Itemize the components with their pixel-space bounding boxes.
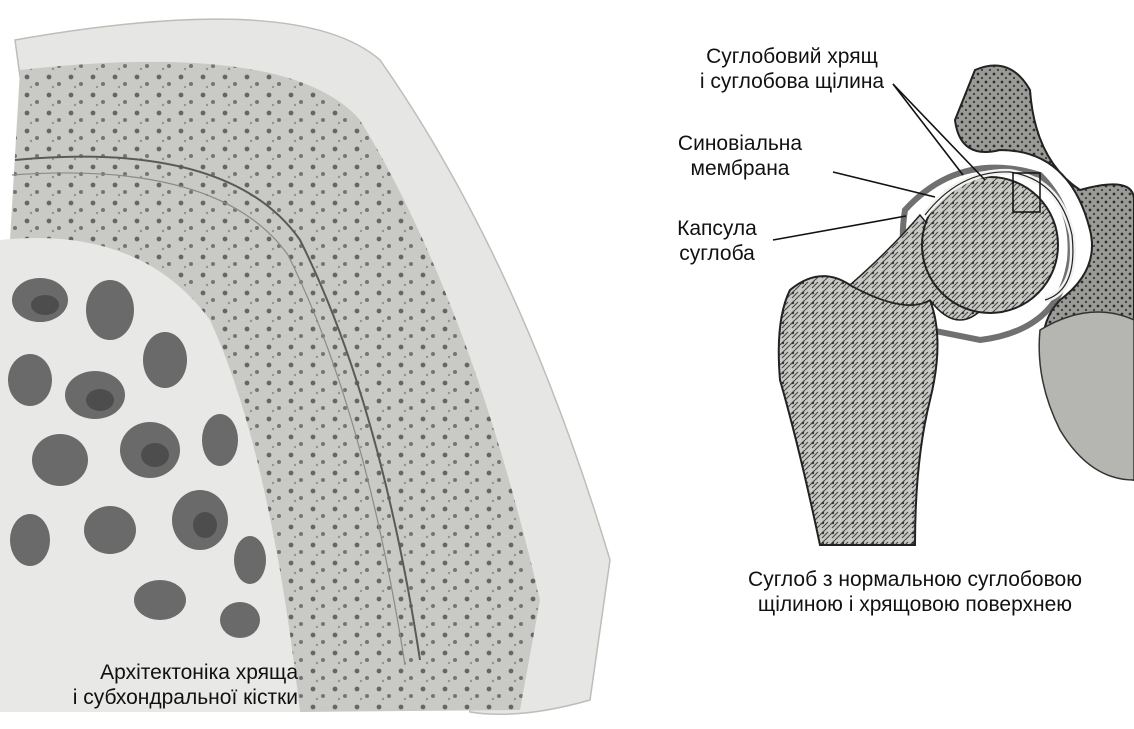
label-articular-cartilage: Суглобовий хрящ і суглобова щілина bbox=[662, 44, 922, 94]
label-synovial-membrane: Синовіальна мембрана bbox=[655, 131, 825, 181]
label-line: Капсула bbox=[662, 216, 772, 241]
caption-line: Суглоб з нормальною суглобовою bbox=[720, 567, 1110, 592]
label-line: Синовіальна bbox=[655, 131, 825, 156]
caption-line: щілиною і хрящовою поверхнею bbox=[720, 592, 1110, 617]
label-line: суглоба bbox=[662, 241, 772, 266]
caption-line: і субхондральної кістки bbox=[10, 685, 298, 710]
caption-line: Архітектоніка хряща bbox=[10, 660, 298, 685]
hip-joint-illustration bbox=[779, 66, 1134, 546]
label-joint-capsule: Капсула суглоба bbox=[662, 216, 772, 266]
caption-cartilage-architecture: Архітектоніка хряща і субхондральної кіс… bbox=[10, 660, 298, 710]
label-line: мембрана bbox=[655, 156, 825, 181]
caption-normal-joint: Суглоб з нормальною суглобовою щілиною і… bbox=[720, 567, 1110, 617]
label-line: і суглобова щілина bbox=[662, 69, 922, 94]
cartilage-section-illustration bbox=[0, 19, 610, 714]
label-line: Суглобовий хрящ bbox=[662, 44, 922, 69]
